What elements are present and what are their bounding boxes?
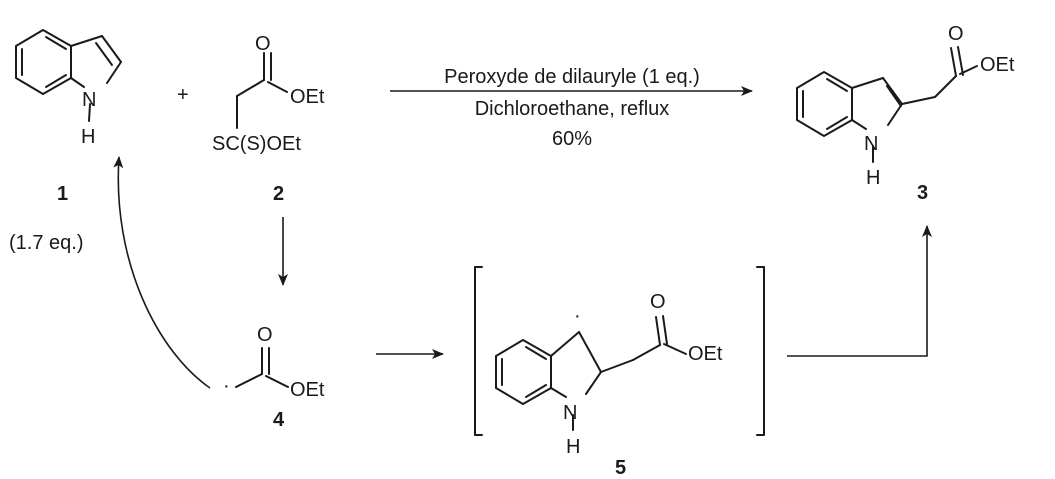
intermediate-radical-dot: · bbox=[574, 305, 581, 327]
xanthate-carbonyl-oxygen: O bbox=[255, 33, 271, 55]
xanthate-ester: OEt bbox=[290, 86, 325, 108]
radical-ester: OEt bbox=[290, 379, 325, 401]
compound-2-label: 2 bbox=[273, 183, 284, 205]
equivalents-label: (1.7 eq.) bbox=[9, 232, 83, 254]
xanthate-substituent: SC(S)OEt bbox=[212, 133, 301, 155]
compound-4-label: 4 bbox=[273, 409, 285, 431]
product-structure: O OEt N H bbox=[796, 23, 1015, 189]
compound-5-label: 5 bbox=[615, 457, 626, 479]
radical-structure: · O OEt bbox=[223, 324, 325, 401]
product-carbonyl-oxygen: O bbox=[948, 23, 964, 45]
intermediate-hydrogen: H bbox=[566, 436, 580, 458]
product-nitrogen: N bbox=[864, 133, 878, 155]
intermediate-structure: · O OEt N H bbox=[474, 266, 765, 458]
intermediate-nitrogen: N bbox=[563, 402, 577, 424]
condition-reagent: Peroxyde de dilauryle (1 eq.) bbox=[444, 66, 700, 88]
condition-solvent: Dichloroethane, reflux bbox=[475, 98, 670, 120]
product-ester: OEt bbox=[980, 54, 1015, 76]
condition-yield: 60% bbox=[552, 128, 592, 150]
indole-nitrogen: N bbox=[82, 89, 96, 111]
radical-dot: · bbox=[223, 375, 230, 397]
xanthate-structure: O OEt SC(S)OEt bbox=[212, 33, 325, 155]
compound-1-label: 1 bbox=[57, 183, 68, 205]
intermediate-carbonyl-oxygen: O bbox=[650, 291, 666, 313]
intermediate-ester: OEt bbox=[688, 343, 723, 365]
arrow-5-to-3 bbox=[787, 225, 932, 357]
radical-carbonyl-oxygen: O bbox=[257, 324, 273, 346]
curved-arrow-4-to-1 bbox=[113, 156, 211, 389]
indole-structure: N H bbox=[15, 29, 122, 148]
indole-hydrogen: H bbox=[81, 126, 95, 148]
plus-sign: + bbox=[177, 84, 189, 106]
compound-3-label: 3 bbox=[917, 182, 928, 204]
product-hydrogen: H bbox=[866, 167, 880, 189]
